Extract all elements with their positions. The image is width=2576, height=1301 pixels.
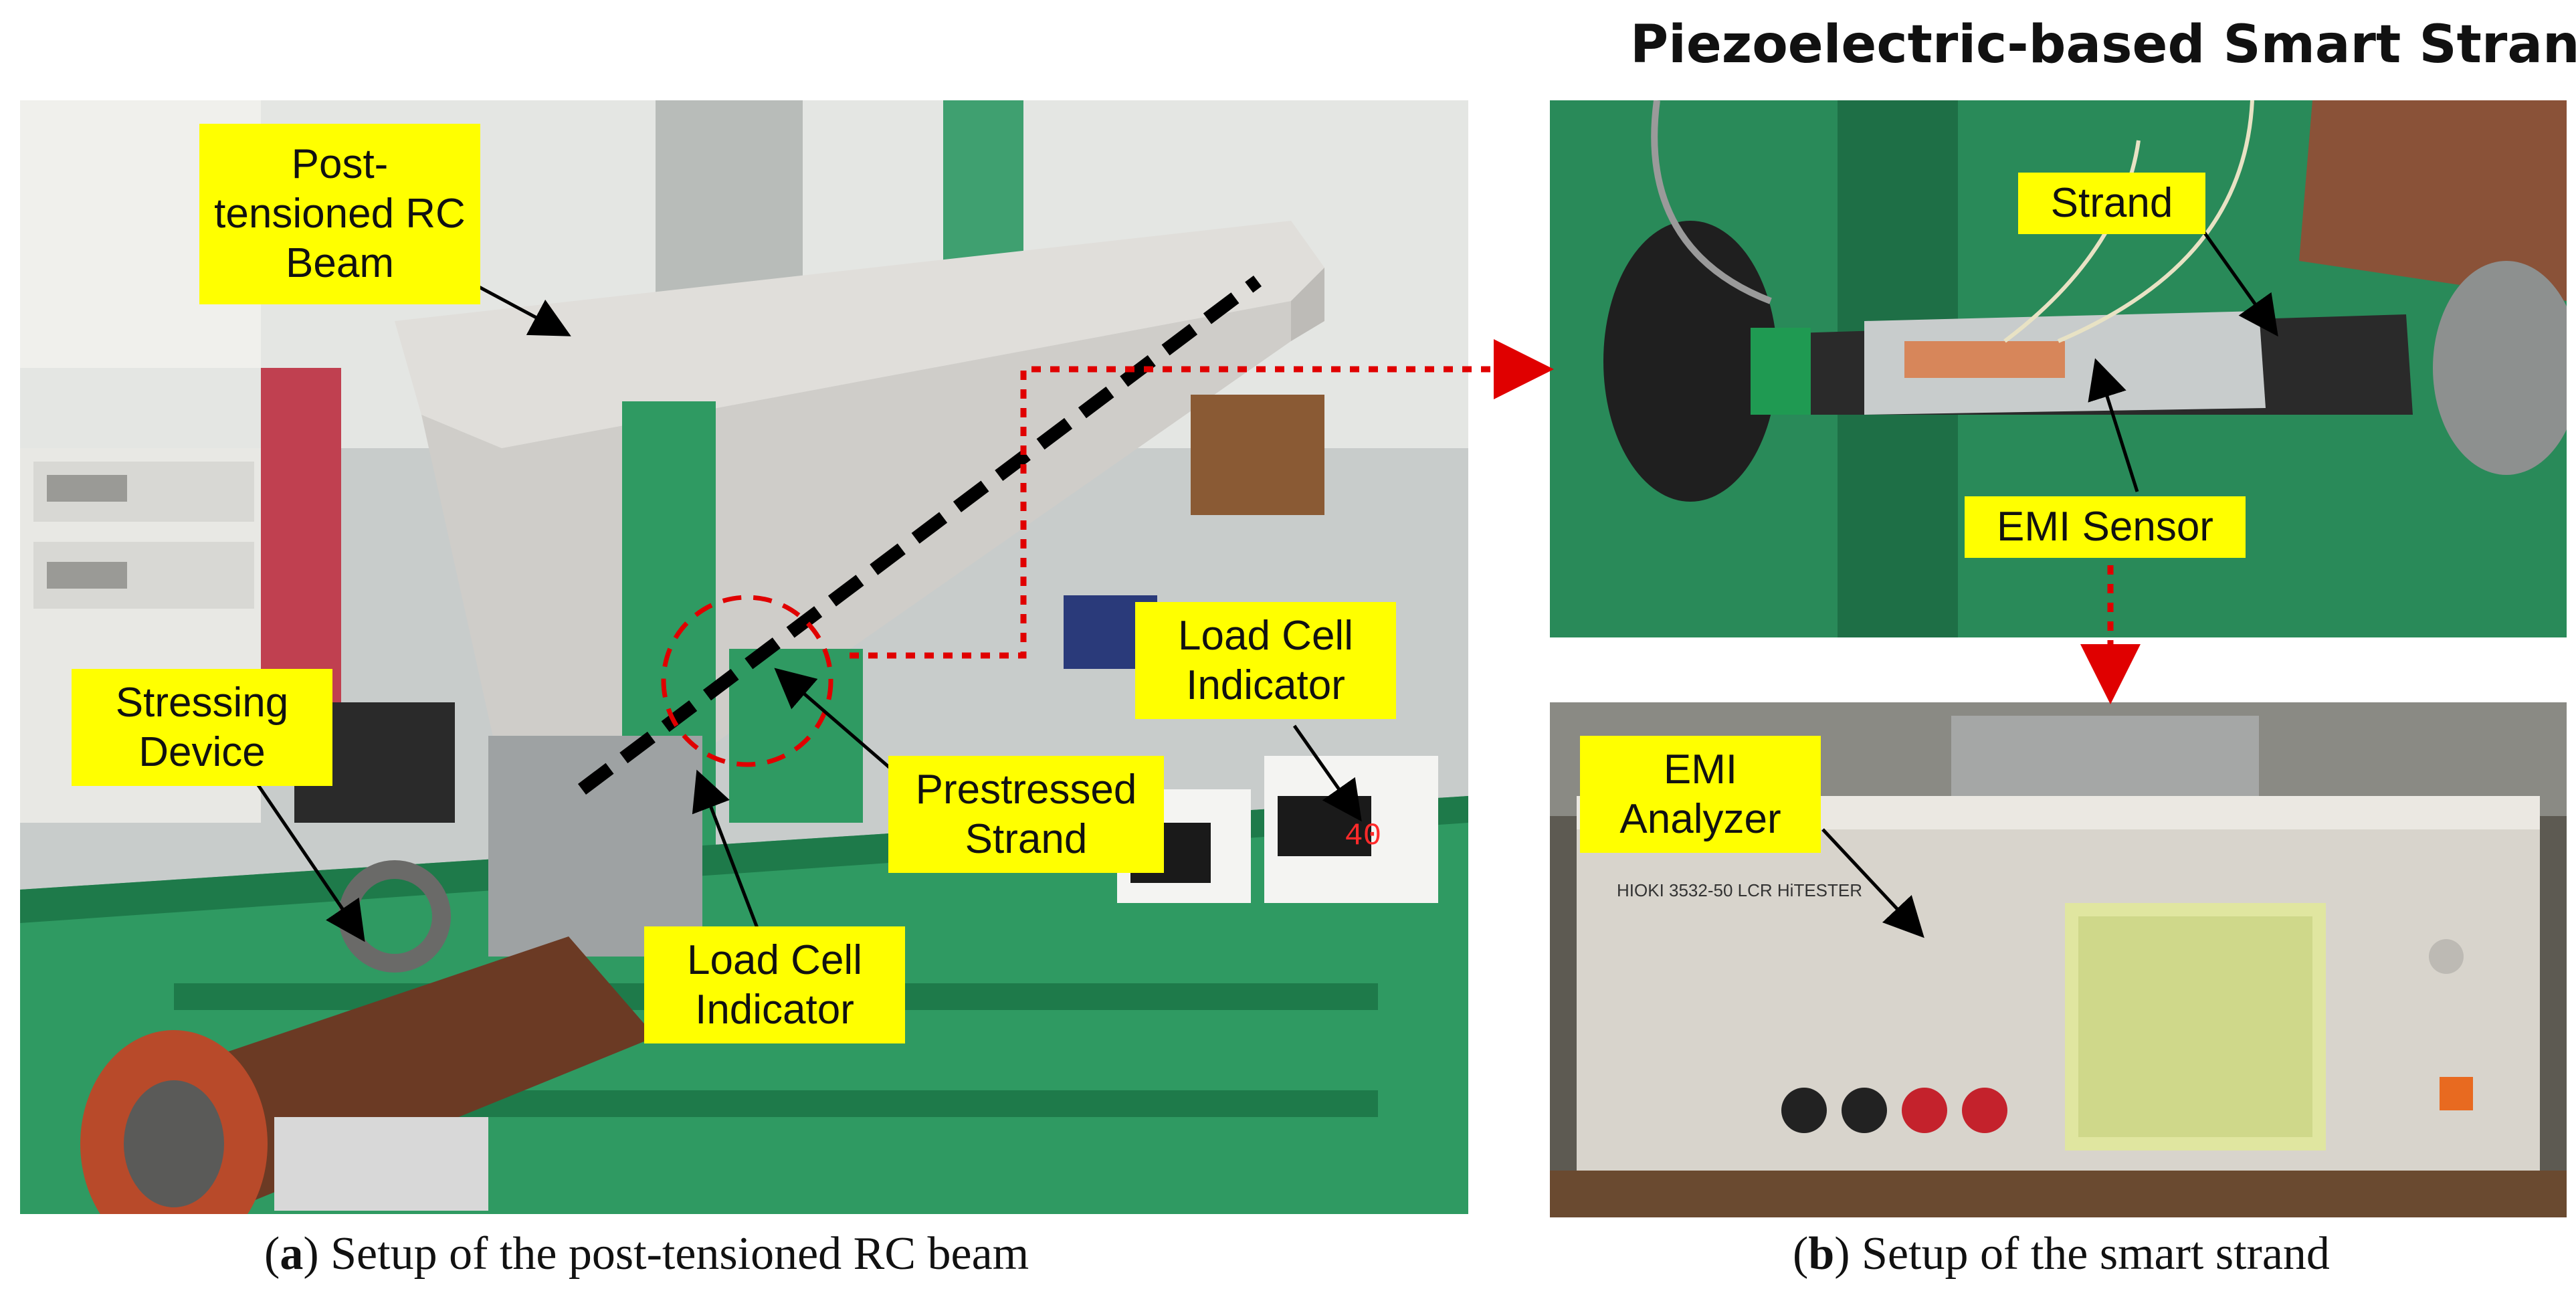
caption-b-letter: b (1808, 1228, 1835, 1280)
label-prestressed-strand: Prestressed Strand (888, 756, 1164, 873)
caption-a-text: ) Setup of the post-tensioned RC beam (303, 1228, 1029, 1280)
label-emi-sensor: EMI Sensor (1965, 496, 2246, 558)
label-load-cell-indicator-top: Load Cell Indicator (1135, 602, 1396, 719)
analyzer-brand: HIOKI 3532-50 LCR HiTESTER (1617, 880, 1862, 900)
label-emi-analyzer: EMI Analyzer (1580, 736, 1821, 853)
photo-emi-analyzer: HIOKI 3532-50 LCR HiTESTER (1550, 702, 2567, 1217)
label-beam: Post- tensioned RC Beam (199, 124, 480, 304)
caption-a: (a) Setup of the post-tensioned RC beam (264, 1228, 1029, 1280)
caption-b-text: ) Setup of the smart strand (1834, 1228, 2330, 1280)
label-strand: Strand (2018, 173, 2205, 234)
indicator-reading: 40 (1345, 819, 1381, 854)
figure-title: Piezoelectric-based Smart Strand (1630, 15, 2576, 75)
label-load-cell-indicator-bottom: Load Cell Indicator (644, 926, 905, 1043)
caption-b: (b) Setup of the smart strand (1793, 1228, 2330, 1280)
label-stressing-device: Stressing Device (72, 669, 332, 786)
caption-a-letter: a (280, 1228, 304, 1280)
